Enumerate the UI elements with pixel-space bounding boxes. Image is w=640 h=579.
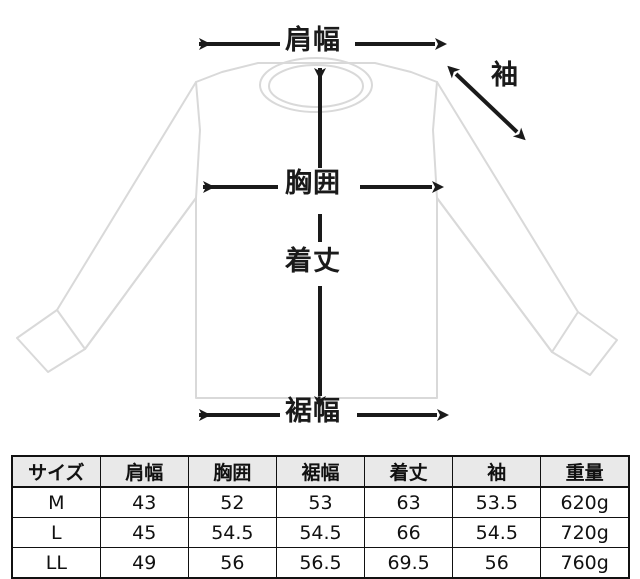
cell-length: 63 bbox=[364, 486, 454, 518]
cell-weight: 620g bbox=[540, 486, 631, 518]
sleeve-length-arrow bbox=[447, 65, 526, 141]
left-cuff-line bbox=[56, 309, 86, 350]
table-header-row: サイズ 肩幅 胸囲 裾幅 着丈 袖 重量 bbox=[10, 455, 631, 488]
collar-inner-ellipse bbox=[268, 64, 364, 108]
cell-shoulder: 49 bbox=[99, 547, 189, 579]
left-sleeve-inner-seam bbox=[84, 197, 197, 350]
label-shoulder-width: 肩幅 bbox=[285, 25, 341, 56]
size-table-head: サイズ 肩幅 胸囲 裾幅 着丈 袖 重量 bbox=[10, 455, 631, 488]
label-hem-width: 裾幅 bbox=[285, 396, 341, 427]
cell-shoulder: 43 bbox=[99, 486, 189, 518]
label-sleeve-length: 袖 bbox=[491, 60, 519, 91]
cell-hem: 53 bbox=[275, 486, 366, 518]
cell-hem: 56.5 bbox=[275, 547, 366, 579]
cell-size: LL bbox=[10, 547, 101, 579]
left-armhole-seam bbox=[195, 81, 201, 199]
garment-illustration bbox=[16, 38, 618, 421]
cell-size: L bbox=[10, 517, 101, 548]
size-table: サイズ 肩幅 胸囲 裾幅 着丈 袖 重量 M 43 52 53 63 53.5 bbox=[10, 455, 631, 579]
table-row: M 43 52 53 63 53.5 620g bbox=[10, 486, 631, 518]
label-body-length: 着丈 bbox=[285, 246, 341, 277]
cell-size: M bbox=[10, 486, 101, 518]
cell-weight: 760g bbox=[540, 547, 631, 579]
column-header-length: 着丈 bbox=[364, 455, 454, 488]
garment-outline-group bbox=[16, 57, 618, 399]
size-table-body: M 43 52 53 63 53.5 620g L 45 54.5 54.5 6… bbox=[10, 486, 631, 579]
cell-length: 69.5 bbox=[364, 547, 454, 579]
right-armhole-seam bbox=[432, 81, 438, 199]
collar-outer-ellipse bbox=[259, 57, 373, 113]
table-row: L 45 54.5 54.5 66 54.5 720g bbox=[10, 517, 631, 548]
cell-sleeve: 56 bbox=[452, 547, 542, 579]
cell-chest: 56 bbox=[187, 547, 277, 579]
size-table-container: サイズ 肩幅 胸囲 裾幅 着丈 袖 重量 M 43 52 53 63 53.5 bbox=[10, 455, 631, 579]
cell-hem: 54.5 bbox=[275, 517, 366, 548]
cell-chest: 54.5 bbox=[187, 517, 277, 548]
column-header-hem: 裾幅 bbox=[275, 455, 366, 488]
right-sleeve-inner-seam bbox=[436, 197, 553, 353]
label-chest-width: 胸囲 bbox=[285, 168, 341, 199]
cell-sleeve: 53.5 bbox=[452, 486, 542, 518]
cell-shoulder: 45 bbox=[99, 517, 189, 548]
cell-sleeve: 54.5 bbox=[452, 517, 542, 548]
cell-chest: 52 bbox=[187, 486, 277, 518]
cell-weight: 720g bbox=[540, 517, 631, 548]
shirt-body-path bbox=[16, 62, 618, 399]
sleeve-arrow-line bbox=[447, 65, 526, 141]
column-header-shoulder: 肩幅 bbox=[99, 455, 189, 488]
column-header-weight: 重量 bbox=[540, 455, 631, 488]
right-cuff-line bbox=[551, 311, 579, 353]
cell-length: 66 bbox=[364, 517, 454, 548]
column-header-sleeve: 袖 bbox=[452, 455, 542, 488]
column-header-chest: 胸囲 bbox=[187, 455, 277, 488]
garment-measurement-diagram: 肩幅 胸囲 着丈 裾幅 袖 bbox=[16, 25, 618, 427]
column-header-size: サイズ bbox=[10, 455, 101, 488]
table-row: LL 49 56 56.5 69.5 56 760g bbox=[10, 547, 631, 579]
